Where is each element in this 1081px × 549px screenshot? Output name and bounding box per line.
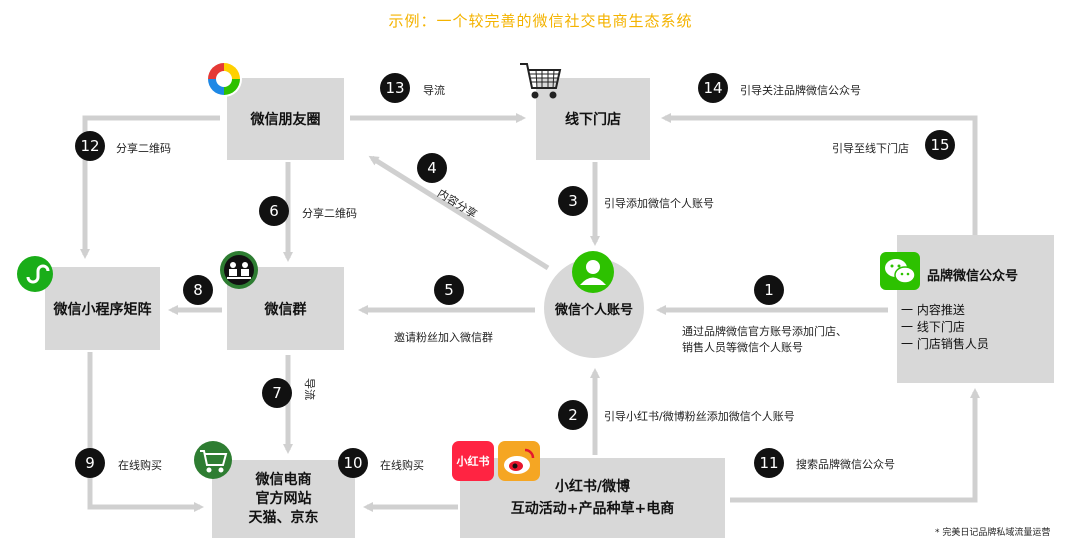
shopping-cart-icon: [520, 63, 562, 99]
xhs-line-2: 互动活动+产品种草+电商: [510, 501, 675, 517]
step-10-number: 10: [338, 448, 368, 478]
step-11-label: 搜索品牌微信公众号: [796, 458, 895, 471]
personal-label: 微信个人账号: [554, 302, 633, 318]
step-12-label: 分享二维码: [116, 142, 171, 155]
wechat-icon: [880, 252, 920, 290]
moments-label: 微信朋友圈: [250, 112, 321, 128]
arrow-12: [80, 115, 220, 259]
moments-node: 微信朋友圈: [227, 78, 344, 160]
step-4-number: 4: [417, 153, 447, 183]
group-label: 微信群: [264, 301, 307, 318]
personal-account-icon: [572, 251, 614, 293]
arrow-11: [730, 388, 980, 503]
step-15-label: 引导至线下门店: [832, 142, 909, 155]
xhs-line-1: 小红书/微博: [554, 479, 631, 495]
brand-item-content: 一 内容推送: [901, 303, 965, 317]
footnote: * 完美日记品牌私域流量运营: [935, 528, 1051, 538]
step-12-number: 12: [75, 131, 105, 161]
step-2-number: 2: [558, 400, 588, 430]
moments-camera-icon: [206, 61, 242, 97]
step-6-label: 分享二维码: [302, 207, 357, 220]
miniprogram-label: 微信小程序矩阵: [53, 301, 152, 318]
step-9-number: 9: [75, 448, 105, 478]
step-2-label: 引导小红书/微博粉丝添加微信个人账号: [604, 410, 795, 423]
step-3-number: 3: [558, 186, 588, 216]
step-1-number: 1: [754, 275, 784, 305]
step-14-label: 引导关注品牌微信公众号: [740, 84, 861, 97]
ecommerce-line-2: 官方网站: [255, 490, 312, 507]
xiaohongshu-icon: 小红书: [452, 441, 494, 481]
step-11-number: 11: [754, 448, 784, 478]
brand-node: 品牌微信公众号 一 内容推送 一 线下门店 一 门店销售人员: [897, 235, 1054, 383]
ecommerce-line-3: 天猫、京东: [248, 509, 319, 526]
step-15-number: 15: [925, 130, 955, 160]
brand-items: 一 内容推送 一 线下门店 一 门店销售人员: [901, 302, 989, 353]
step-13-number: 13: [380, 73, 410, 103]
diagram-title: 示例：一个较完善的微信社交电商生态系统: [388, 12, 693, 30]
step-14-number: 14: [698, 73, 728, 103]
brand-item-sales: 一 门店销售人员: [901, 337, 989, 351]
miniprogram-node: 微信小程序矩阵: [45, 267, 160, 350]
arrow-14: [661, 113, 978, 235]
group-chat-icon: [220, 251, 258, 289]
miniprogram-icon: [17, 256, 53, 292]
step-7-label: 导流: [303, 378, 316, 400]
brand-label: 品牌微信公众号: [927, 269, 1019, 284]
step-13-label: 导流: [423, 84, 445, 97]
step-8-number: 8: [183, 275, 213, 305]
ecommerce-node: 微信电商 官方网站 天猫、京东: [212, 460, 355, 538]
step-6-number: 6: [259, 196, 289, 226]
step-10-label: 在线购买: [380, 459, 424, 472]
offline-store-label: 线下门店: [565, 112, 621, 128]
step-3-label: 引导添加微信个人账号: [604, 197, 714, 210]
arrow-4: [368, 155, 550, 271]
xiaohongshu-logo-text: 小红书: [456, 455, 490, 468]
step-9-label: 在线购买: [118, 459, 162, 472]
step-7-number: 7: [262, 378, 292, 408]
step-1-label: 通过品牌微信官方账号添加门店、销售人员等微信个人账号: [682, 325, 847, 354]
step-5-number: 5: [434, 275, 464, 305]
ecommerce-line-1: 微信电商: [255, 471, 312, 488]
step-5-label: 邀请粉丝加入微信群: [394, 331, 493, 344]
weibo-icon: [498, 441, 540, 481]
ecommerce-cart-icon: [194, 441, 232, 479]
brand-item-offline: 一 线下门店: [901, 320, 965, 334]
arrow-9: [87, 352, 204, 512]
offline-store-node: 线下门店: [536, 78, 650, 160]
